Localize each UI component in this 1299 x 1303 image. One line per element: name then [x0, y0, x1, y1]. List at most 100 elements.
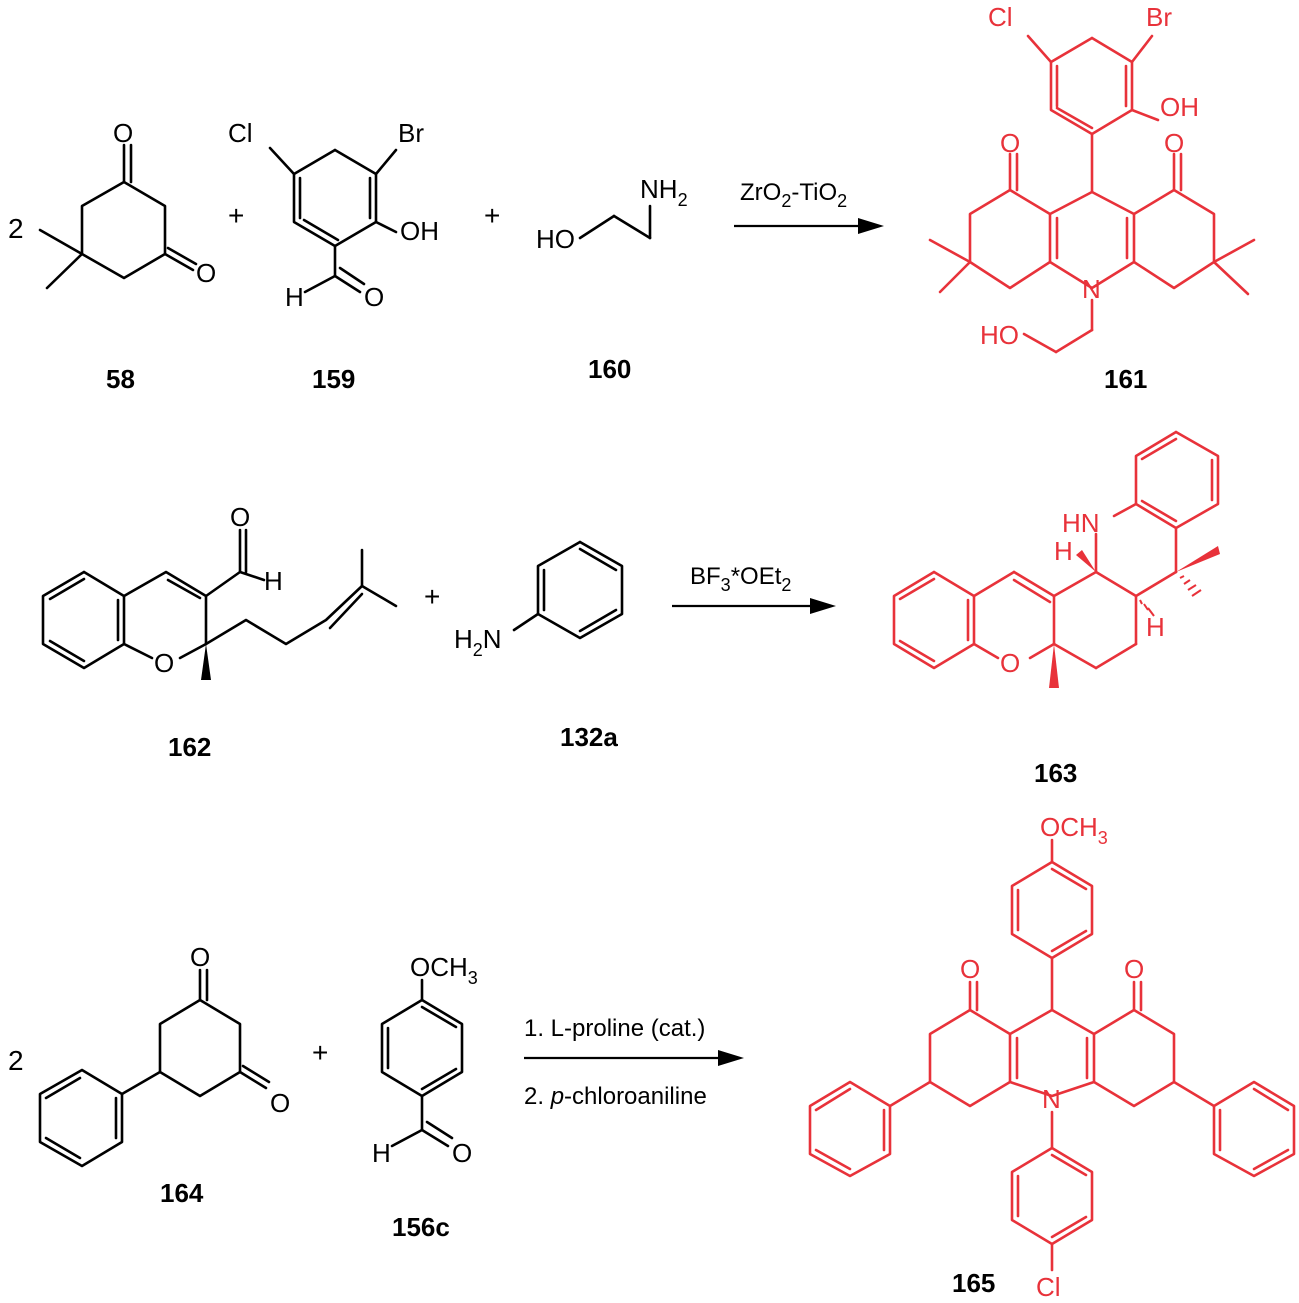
- ring-bond: [1094, 642, 1138, 670]
- wedge-methyl: [1049, 644, 1059, 688]
- reaction-arrow-2: BF3*OEt2: [672, 563, 836, 614]
- left-ring: [928, 1008, 1012, 1108]
- aromatic-bond: [814, 1087, 852, 1112]
- wedge-hydrogen: [1076, 550, 1096, 572]
- nitrogen-atom: N: [1042, 1084, 1061, 1114]
- compound-label-162: 162: [168, 732, 211, 762]
- chlorine-atom: Cl: [228, 118, 253, 148]
- oxygen-atom: O: [190, 942, 210, 972]
- right-ring: [1092, 1008, 1176, 1108]
- aromatic-bond: [1252, 1148, 1290, 1171]
- formyl-h-bond: [303, 274, 337, 294]
- aromatic-bond: [1050, 867, 1088, 891]
- reaction-arrow-3: 1. L-proline (cat.) 2. p-chloroaniline: [524, 1015, 744, 1110]
- reaction-condition-step-2: 2. p-chloroaniline: [524, 1083, 707, 1110]
- aromatic-bond: [1140, 499, 1178, 523]
- phenyl-ring: [38, 1068, 124, 1168]
- phenyl-bond: [1172, 1080, 1216, 1108]
- compound-label-156c: 156c: [392, 1212, 450, 1242]
- oxygen-atom: O: [1000, 128, 1020, 158]
- compound-162-structure: O H O: [41, 502, 398, 680]
- compound-163-structure: HN H H O: [892, 430, 1220, 688]
- ene-bond: [166, 578, 202, 600]
- reaction-1: 2 O O 58 + Cl: [8, 2, 1256, 394]
- hydrogen-atom: H: [264, 566, 283, 596]
- ring-bonds: [292, 148, 378, 248]
- compound-58-structure: O O: [38, 118, 216, 290]
- ene-bond: [1012, 578, 1052, 604]
- n-ethyl-bond: [1054, 328, 1094, 354]
- plus-sign: +: [228, 200, 244, 231]
- methyl-bond: [38, 228, 84, 256]
- stoichiometric-coefficient: 2: [8, 213, 24, 244]
- reaction-condition-step-1: 1. L-proline (cat.): [524, 1015, 705, 1042]
- arrow-head: [810, 598, 836, 614]
- oxygen-atom: O: [364, 282, 384, 312]
- oxygen-atom: O: [452, 1138, 472, 1168]
- wedge-methyl: [1176, 546, 1220, 572]
- carbonyl-bond: [241, 1064, 271, 1084]
- hydrogen-atom: H: [1146, 612, 1165, 642]
- chain-bond: [612, 214, 652, 240]
- compound-156c-structure: OCH3 H O: [372, 952, 478, 1168]
- hydroxy-bond: [1130, 108, 1160, 122]
- aromatic-bond: [1055, 106, 1094, 130]
- aromatic-bond: [48, 577, 86, 601]
- amino-group: NH2: [640, 174, 688, 210]
- compound-label-58: 58: [106, 364, 135, 394]
- compound-label-161: 161: [1104, 364, 1147, 394]
- aromatic-bond: [48, 639, 86, 663]
- chain-bond: [578, 214, 616, 240]
- formyl-o-bond: [333, 274, 362, 294]
- compound-label-165: 165: [952, 1268, 995, 1298]
- oxygen-atom: O: [1124, 954, 1144, 984]
- methyl-bond: [938, 260, 972, 294]
- benzene-ring: [380, 998, 464, 1098]
- benzo-ring: [41, 570, 126, 670]
- reaction-3: 2 O O 164 + O: [8, 812, 1296, 1302]
- left-ring: [968, 188, 1052, 290]
- carbonyl-bond: [166, 246, 198, 266]
- hash-methyl: [1179, 575, 1202, 597]
- amino-bond: [512, 612, 540, 632]
- hash-hydrogen: [1139, 599, 1155, 617]
- formyl-bond: [204, 570, 242, 598]
- formyl-h-bond: [390, 1128, 424, 1148]
- compound-label-159: 159: [312, 364, 355, 394]
- ring-bond: [1134, 570, 1178, 598]
- pyran-ring: [122, 642, 154, 660]
- hydroxy-bond: [374, 220, 398, 234]
- hydroxy-group: OH: [400, 216, 439, 246]
- arrow-head: [718, 1050, 744, 1066]
- compound-label-160: 160: [588, 354, 631, 384]
- chloro-bond: [268, 146, 296, 176]
- aromatic-bond: [578, 547, 618, 572]
- oxygen-atom: O: [960, 954, 980, 984]
- phenyl-bond: [888, 1080, 932, 1108]
- formyl-h-bond: [238, 570, 266, 582]
- methoxy-group: OCH3: [410, 952, 478, 988]
- oxygen-atom: O: [270, 1088, 290, 1118]
- chlorine-atom: Cl: [988, 2, 1013, 32]
- methyl-bond: [1212, 260, 1250, 296]
- methyl-bond: [45, 252, 84, 290]
- ring-bond: [1112, 502, 1138, 518]
- ring-bonds: [1049, 36, 1134, 136]
- aryl-ring: [1010, 860, 1094, 960]
- stoichiometric-coefficient: 2: [8, 1045, 24, 1076]
- n-ethyl-bond: [1022, 332, 1058, 354]
- phenyl-ring: [1212, 1080, 1296, 1178]
- compound-label-164: 164: [160, 1178, 204, 1208]
- reaction-condition: BF3*OEt2: [690, 563, 791, 595]
- compound-159-structure: Cl Br OH H O: [228, 118, 439, 312]
- oxygen-atom: O: [154, 648, 174, 678]
- ring-bonds: [80, 180, 167, 280]
- compound-label-163: 163: [1034, 758, 1077, 788]
- chloro-bond: [1026, 34, 1053, 64]
- aromatic-bond: [1050, 1215, 1088, 1239]
- methyl-bond: [928, 238, 972, 264]
- ring-bond: [1012, 570, 1056, 598]
- aromatic-bond: [578, 608, 618, 633]
- ring-bond: [1094, 570, 1138, 598]
- chlorophenyl-ring: [1010, 1146, 1094, 1246]
